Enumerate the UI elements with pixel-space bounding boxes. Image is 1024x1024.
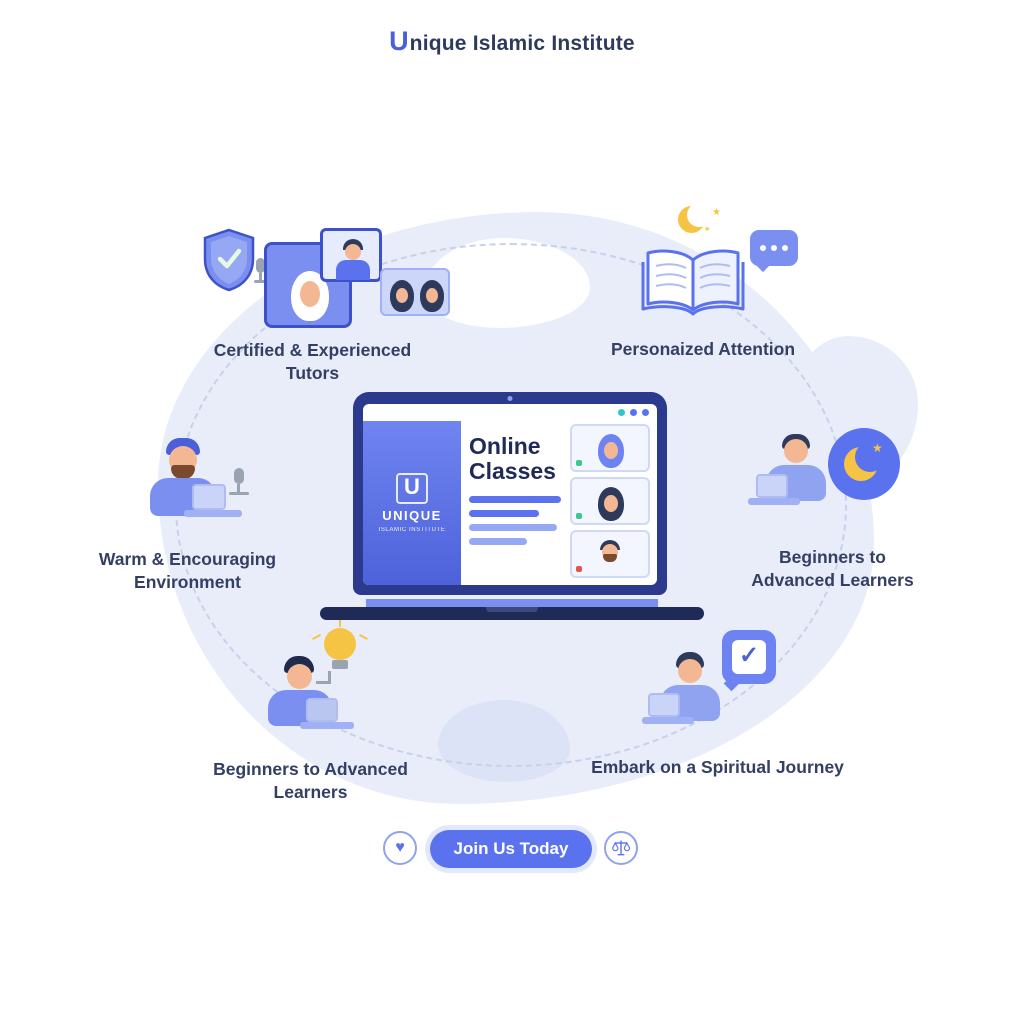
label-line: Personaized Attention — [610, 339, 796, 359]
feature-label-tutors: Certified & Experienced Tutors — [205, 339, 420, 385]
label-line: Embark on a Spiritual Journey — [591, 757, 844, 777]
join-us-button[interactable]: Join Us Today — [430, 830, 592, 868]
participant-video-card — [570, 530, 650, 578]
webcam-dot — [507, 396, 513, 401]
feature-label-attention: Personaized Attention — [588, 338, 818, 361]
woman-hijab-avatar — [598, 434, 624, 468]
shield-check-icon — [203, 228, 255, 292]
label-line: Beginners to — [779, 547, 886, 567]
man-avatar — [345, 244, 361, 260]
screen-logo: U — [396, 473, 428, 504]
laptop-mini — [756, 474, 788, 498]
screen-title: Online Classes — [469, 433, 556, 484]
participant-video-card — [570, 424, 650, 472]
laptop-notch — [486, 607, 538, 612]
label-line: Beginners to Advanced Learners — [213, 759, 408, 803]
attention-illustration: ★ ★ — [640, 203, 810, 328]
text-placeholder-bar — [469, 523, 557, 531]
institute-logo: U — [389, 26, 409, 56]
screen-content-panel: Online Classes — [469, 434, 567, 552]
open-book-icon — [641, 249, 745, 316]
label-line: Certified & Experienced — [213, 340, 412, 360]
camera-status-dot — [576, 513, 582, 519]
label-line: Advanced Learners — [751, 570, 914, 591]
person-head — [784, 439, 808, 463]
journey-illustration: ✓ — [636, 630, 796, 750]
page-title: nique Islamic Institute — [409, 32, 635, 55]
feature-label-learners-bottom: Beginners to Advanced Learners — [178, 758, 443, 804]
participant-video-card — [570, 477, 650, 525]
window-control-dots — [618, 409, 649, 416]
feature-label-environment: Warm & Encouraging Environment — [85, 548, 290, 594]
heart-badge: ♥ — [383, 831, 417, 865]
woman-hijab-avatar — [291, 271, 329, 321]
laptop-mini — [306, 698, 338, 722]
camera-status-dot — [576, 460, 582, 466]
star-icon: ★ — [712, 207, 721, 218]
screen-brand-panel: U UNIQUE ISLAMIC INSTITUTE — [363, 421, 461, 585]
laptop-base — [320, 607, 704, 620]
learners-side-illustration: ★ — [744, 428, 909, 542]
laptop-mini — [648, 693, 680, 717]
crescent-moon-bubble-icon: ★ — [828, 428, 900, 500]
person-beard — [171, 465, 195, 479]
screen-brand-name: UNIQUE — [382, 507, 442, 523]
laptop-screen-frame: U UNIQUE ISLAMIC INSTITUTE Online Classe… — [353, 392, 667, 595]
laptop-hinge — [366, 599, 658, 609]
video-call-window-pair — [380, 268, 450, 316]
laptop-screen: U UNIQUE ISLAMIC INSTITUTE Online Classe… — [363, 404, 657, 585]
chat-bubble-icon — [750, 230, 798, 266]
feature-label-learners-side: Beginners to Advanced Learners — [730, 546, 935, 592]
feature-label-journey: Embark on a Spiritual Journey — [585, 756, 850, 779]
text-placeholder-bar — [469, 509, 539, 517]
heart-icon: ♥ — [395, 839, 405, 856]
crescent-moon-icon — [678, 203, 711, 236]
label-line: Warm & Encouraging — [98, 549, 277, 569]
learners-bottom-illustration — [258, 619, 398, 753]
participant-list — [570, 424, 650, 578]
woman-hijab-avatar — [420, 280, 444, 312]
header: U nique Islamic Institute — [0, 26, 1024, 57]
camera-status-dot — [576, 566, 582, 572]
screen-brand-subtitle: ISLAMIC INSTITUTE — [378, 526, 446, 533]
environment-illustration — [130, 438, 260, 543]
woman-hijab-avatar — [598, 487, 624, 521]
video-call-window-small — [320, 228, 382, 282]
tutors-illustration — [200, 224, 460, 344]
person-head — [287, 664, 312, 689]
laptop-mini — [192, 484, 226, 510]
star-icon: ★ — [704, 226, 711, 233]
woman-hijab-avatar — [390, 280, 414, 312]
person-head — [678, 659, 702, 683]
check-icon: ✓ — [738, 642, 760, 669]
scales-badge — [604, 831, 638, 865]
text-placeholder-bar — [469, 495, 561, 503]
label-line: Tutors — [285, 363, 340, 384]
text-placeholder-bar — [469, 537, 527, 545]
star-icon: ★ — [872, 441, 883, 455]
label-line: Environment — [134, 572, 241, 593]
scales-icon — [612, 840, 631, 856]
